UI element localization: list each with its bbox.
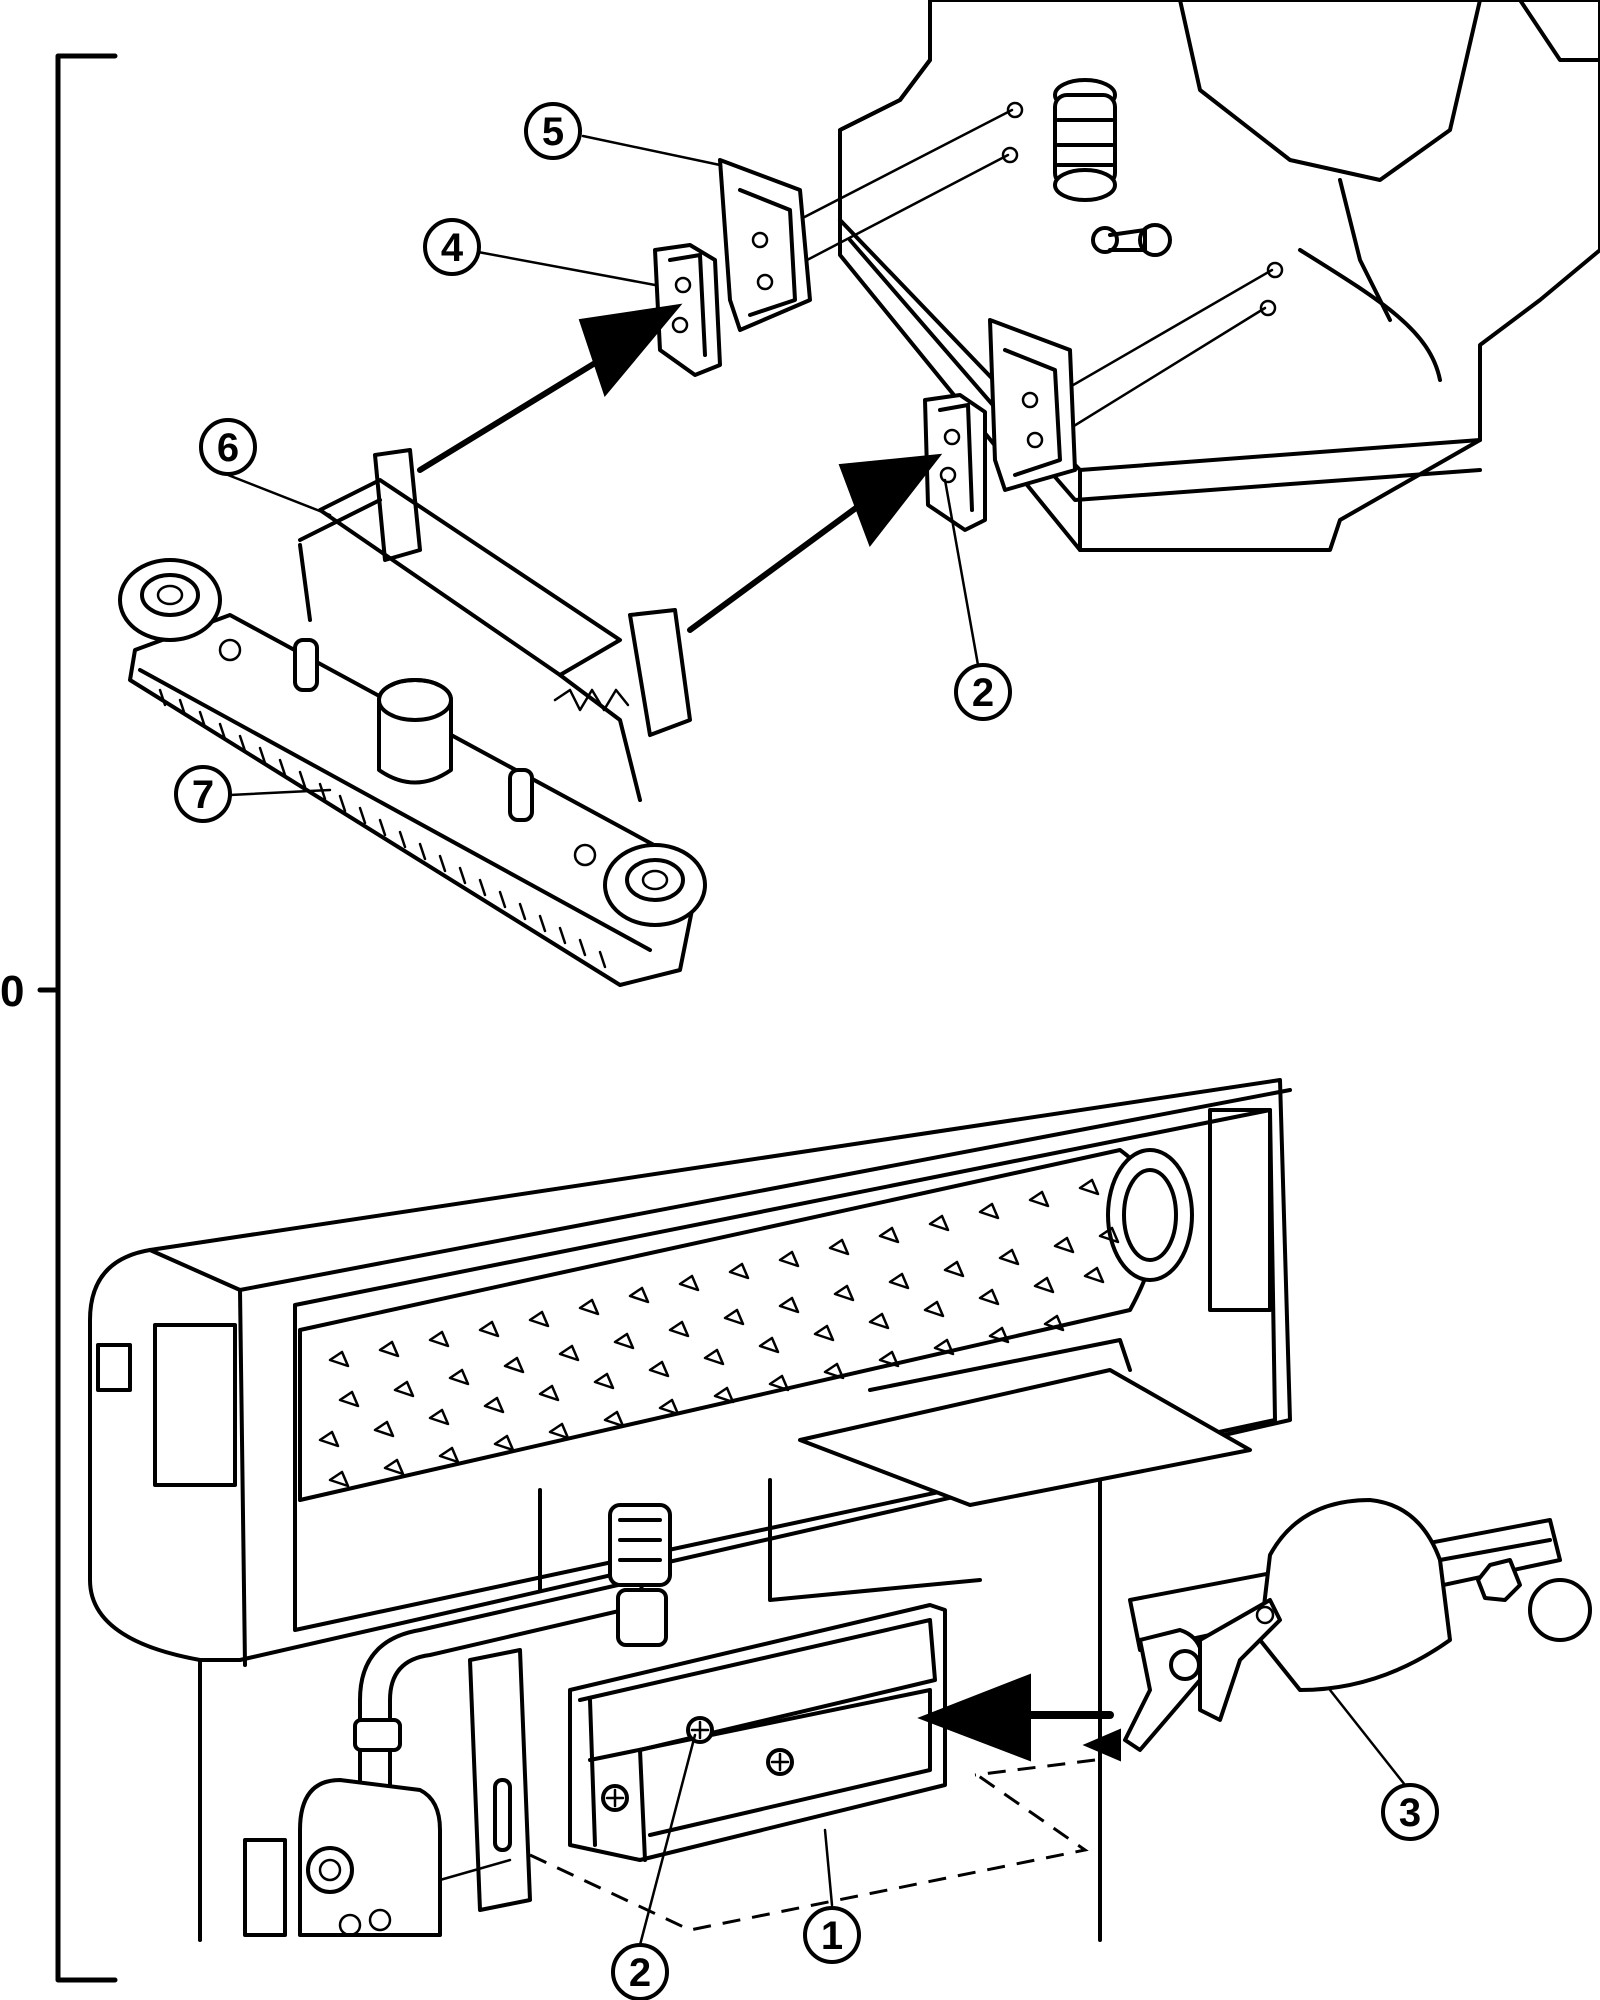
callout-6-label: 6 [217,426,239,470]
callout-6: 6 [199,418,257,476]
direction-arrow-lower [917,1673,1114,1762]
brush-bristles [318,1178,1120,1488]
callout-5-label: 5 [542,110,564,154]
mounting-bracket-upper-left [653,158,812,377]
assembly-bracket: 0 [0,53,118,1983]
callout-4: 4 [423,218,481,276]
callout-4-label: 4 [441,226,464,270]
machine-frame-lower [198,1478,1102,1942]
direction-arrows-upper [417,303,943,633]
callout-2-upper: 2 [954,663,1012,721]
callout-2-lower-label: 2 [629,1951,651,1995]
callout-3: 3 [1381,1783,1439,1841]
callout-7: 7 [174,765,232,823]
callout-3-label: 3 [1399,1791,1421,1835]
lower-mounting-bracket [529,1603,1096,1932]
callout-5: 5 [524,102,582,160]
callout-2-lower: 2 [611,1943,669,2000]
mounting-bracket-upper-right [923,318,1077,532]
callout-1-label: 1 [821,1914,843,1958]
callout-2-upper-label: 2 [972,671,994,715]
callout-7-label: 7 [192,773,214,817]
brush-housing [88,1078,1292,1667]
callout-1: 1 [803,1906,861,1964]
callout-leaders [226,134,1407,1947]
squeegee-frame-assembly [118,448,707,987]
bracket-label: 0 [0,967,24,1016]
actuator-cylinder [1082,1498,1592,1762]
